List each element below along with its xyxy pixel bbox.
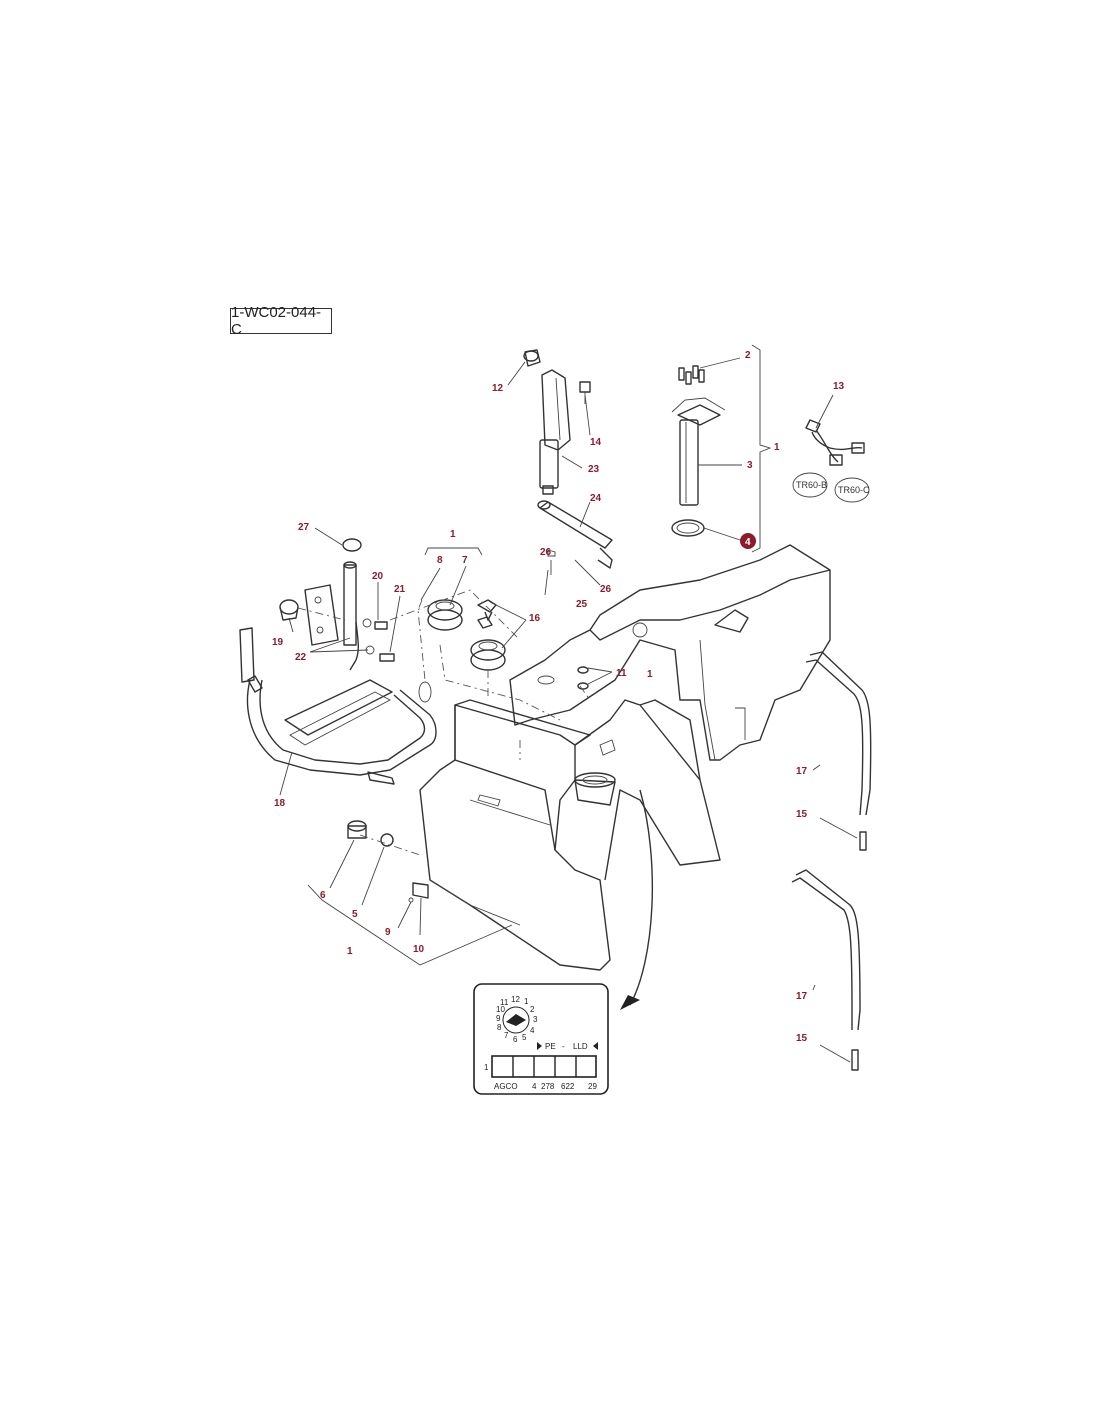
callout-5: 5 bbox=[352, 909, 358, 920]
dial-2: 2 bbox=[530, 1005, 535, 1014]
dial-3: 3 bbox=[533, 1015, 538, 1024]
plate-agco: AGCO bbox=[494, 1082, 518, 1091]
plate-row-label: 1 bbox=[484, 1063, 489, 1072]
callout-6: 6 bbox=[320, 890, 326, 901]
callout-27: 27 bbox=[298, 522, 310, 533]
callout-14: 14 bbox=[590, 437, 602, 448]
callout-12: 12 bbox=[492, 383, 504, 394]
callout-25: 25 bbox=[576, 599, 588, 610]
callout-26: 26 bbox=[600, 584, 612, 595]
callout-1-sender: 1 bbox=[774, 442, 780, 453]
callout-18: 18 bbox=[274, 798, 286, 809]
fuel-pipes bbox=[791, 651, 872, 1071]
plate-4: 4 bbox=[532, 1082, 537, 1091]
connector-tag-c: TR60-C bbox=[838, 485, 870, 495]
screws bbox=[678, 365, 705, 385]
callout-15-lower: 15 bbox=[796, 1033, 808, 1044]
callout-1-drain: 1 bbox=[347, 946, 353, 957]
id-plate: 12 1 2 3 4 5 6 7 8 9 10 11 PE - LLD 1 AG… bbox=[473, 983, 609, 1095]
callout-1-grommets: 1 bbox=[647, 669, 653, 680]
callout-7: 7 bbox=[462, 555, 468, 566]
dial-1: 1 bbox=[524, 997, 529, 1006]
callout-8: 8 bbox=[437, 555, 443, 566]
dial-4: 4 bbox=[530, 1026, 535, 1035]
filler-pipe bbox=[537, 500, 613, 575]
callout-2: 2 bbox=[745, 350, 751, 361]
wiring-harness bbox=[792, 419, 870, 503]
callout-10: 10 bbox=[413, 944, 425, 955]
callout-25-top: 26 bbox=[540, 547, 552, 558]
plate-29: 29 bbox=[588, 1082, 597, 1091]
filler-bracket bbox=[523, 349, 591, 495]
dial-6: 6 bbox=[513, 1035, 518, 1044]
callout-13: 13 bbox=[833, 381, 845, 392]
plate-278: 278 bbox=[541, 1082, 555, 1091]
callout-24: 24 bbox=[590, 493, 602, 504]
callout-17-upper: 17 bbox=[796, 766, 808, 777]
grommets bbox=[577, 666, 589, 690]
plate-pe: PE bbox=[545, 1042, 556, 1051]
dial-7: 7 bbox=[504, 1031, 509, 1040]
callout-22: 22 bbox=[295, 652, 307, 663]
callout-20: 20 bbox=[372, 571, 384, 582]
callout-3: 3 bbox=[747, 460, 753, 471]
step-assembly bbox=[239, 538, 437, 785]
callout-11: 11 bbox=[616, 668, 627, 679]
dial-12: 12 bbox=[511, 995, 520, 1004]
dial-5: 5 bbox=[522, 1033, 527, 1042]
callout-19: 19 bbox=[272, 637, 284, 648]
callout-17-lower: 17 bbox=[796, 991, 808, 1002]
connector-tag-b: TR60-B bbox=[796, 480, 827, 490]
callout-15-upper: 15 bbox=[796, 809, 808, 820]
drain-parts bbox=[347, 820, 429, 903]
plate-lld: LLD bbox=[573, 1042, 588, 1051]
callout-9: 9 bbox=[385, 927, 391, 938]
callout-23: 23 bbox=[588, 464, 600, 475]
fuel-caps bbox=[417, 599, 506, 703]
dial-10: 10 bbox=[496, 1005, 505, 1014]
callout-4-highlight: 4 bbox=[740, 533, 756, 549]
callout-1-caps: 1 bbox=[450, 529, 456, 540]
dial-8: 8 bbox=[497, 1023, 502, 1032]
leader-lines bbox=[279, 357, 858, 1063]
rear-tank bbox=[509, 544, 831, 761]
dial-9: 9 bbox=[496, 1014, 501, 1023]
plate-622: 622 bbox=[561, 1082, 575, 1091]
dial-11: 11 bbox=[500, 998, 509, 1007]
assembly-lines bbox=[297, 589, 591, 856]
callout-labels: 12 2 14 23 24 3 1 13 4 27 1 8 7 20 21 19… bbox=[272, 350, 845, 1044]
reference-code: 1-WC02-044-C bbox=[230, 304, 332, 338]
callout-21: 21 bbox=[394, 584, 406, 595]
callout-16: 16 bbox=[529, 613, 541, 624]
callout-4: 4 bbox=[745, 537, 751, 548]
fuel-level-sender bbox=[671, 365, 726, 537]
fuel-tank bbox=[419, 699, 721, 971]
plate-dash: - bbox=[562, 1042, 565, 1051]
